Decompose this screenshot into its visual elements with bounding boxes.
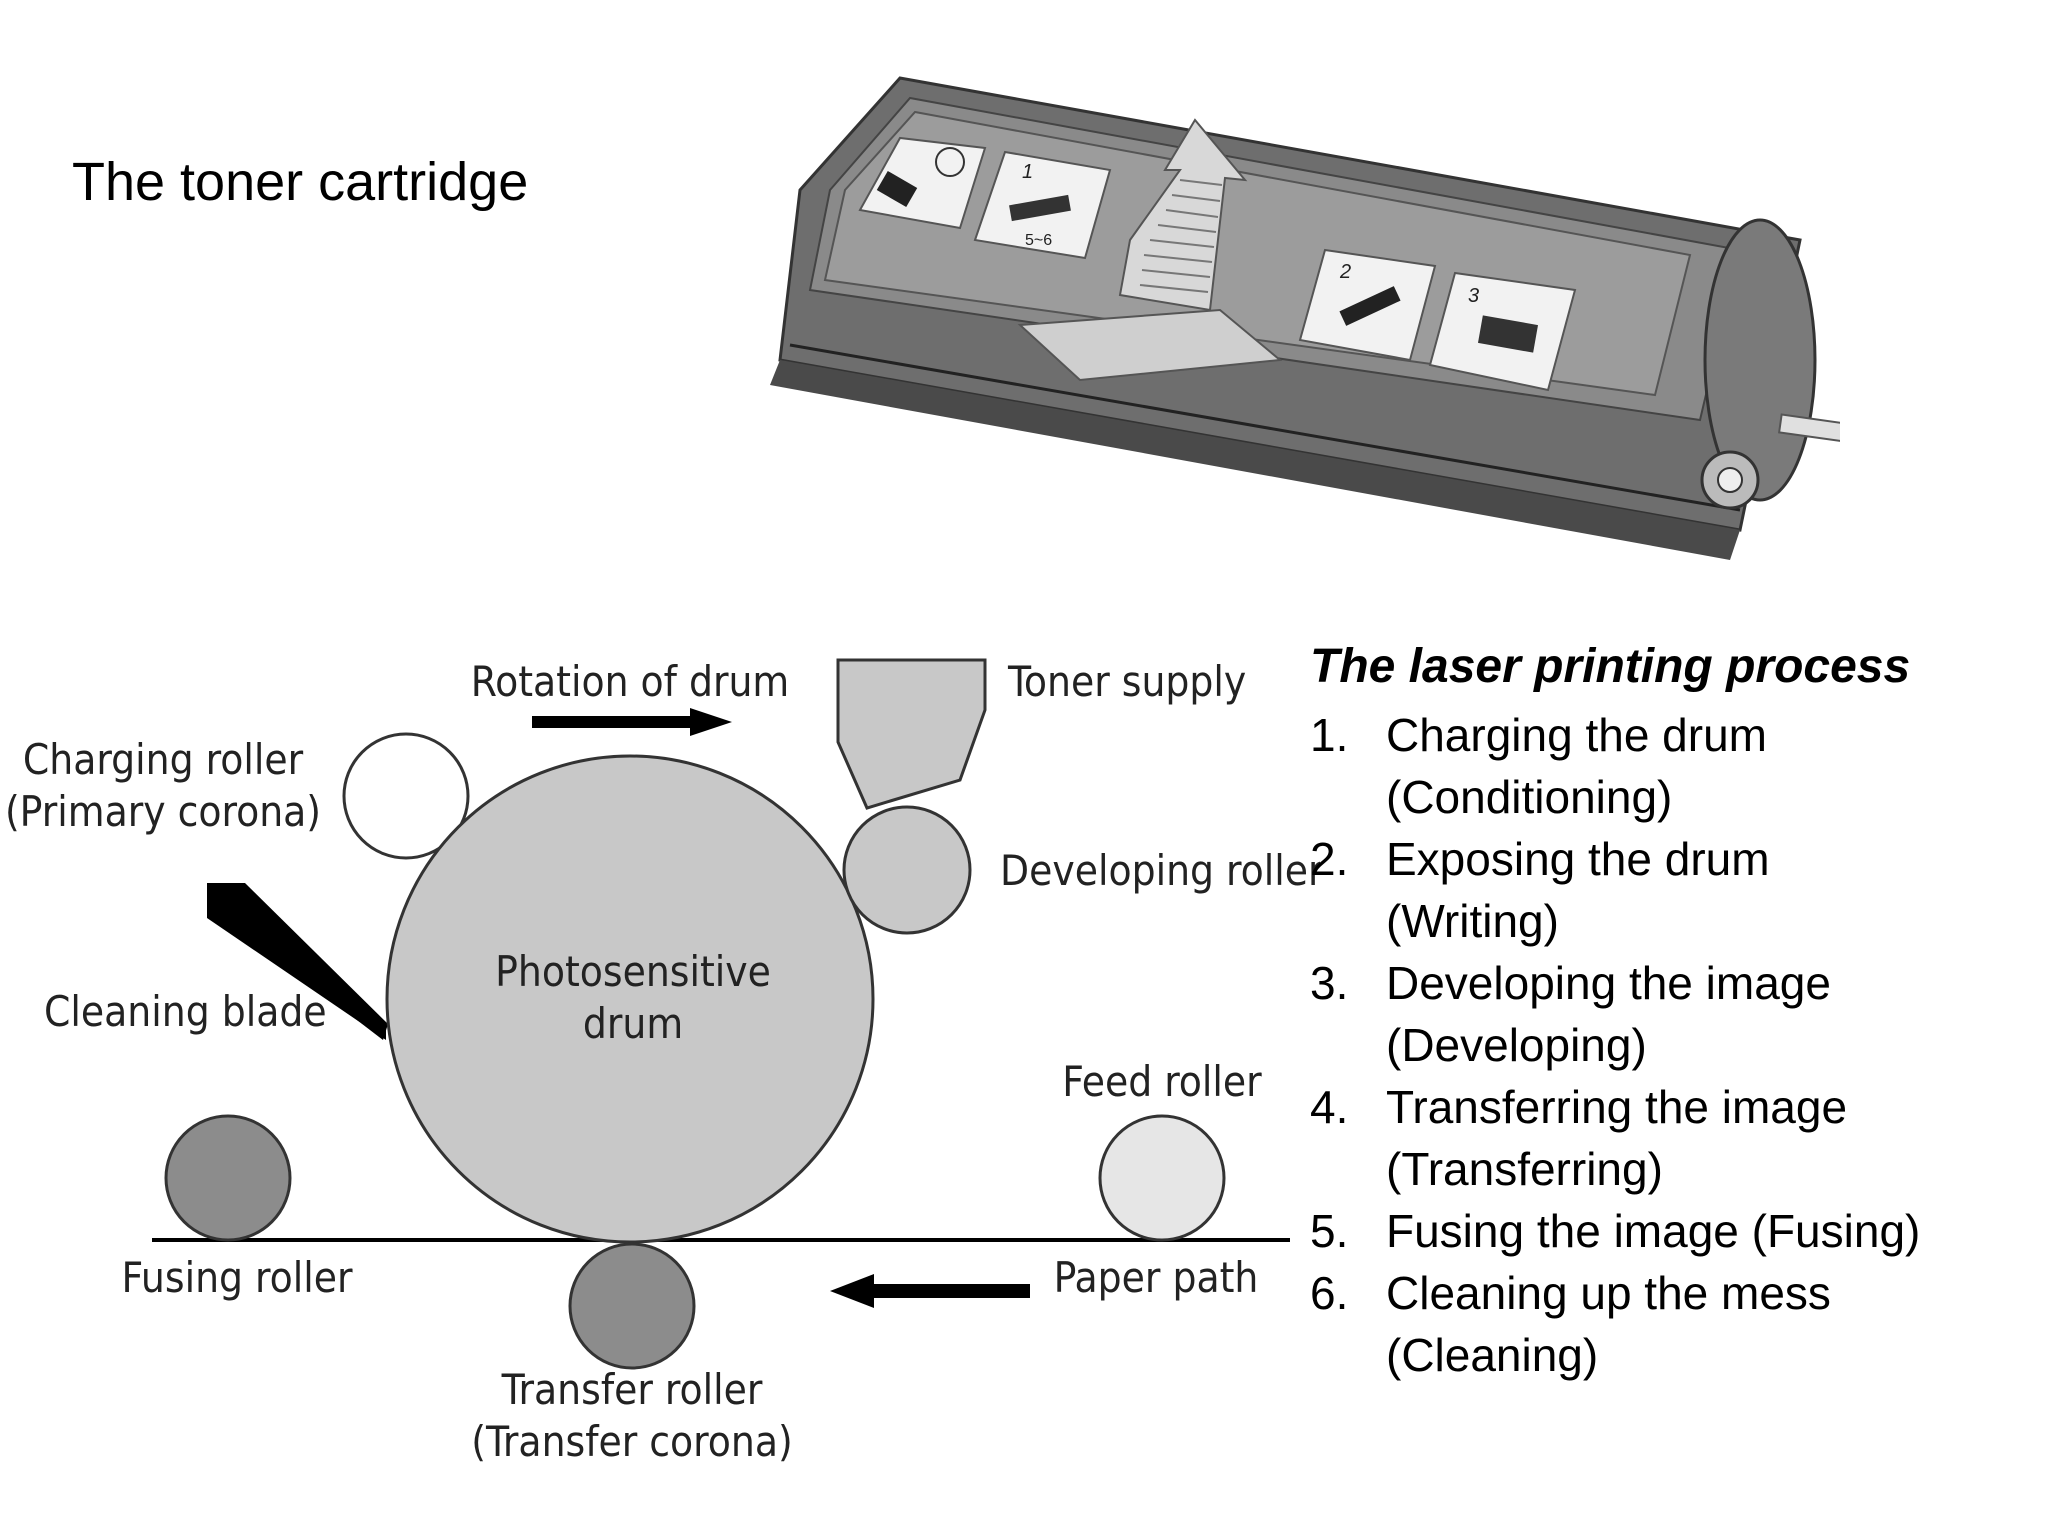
label-feed-roller: Feed roller	[1062, 1057, 1262, 1106]
developing-roller	[842, 805, 972, 935]
sun-icon	[935, 147, 965, 177]
label-transfer-corona: (Transfer corona)	[471, 1417, 792, 1466]
step-text: Exposing the drum (Writing)	[1386, 828, 2030, 952]
step-number: 6.	[1310, 1267, 1349, 1320]
cartridge-mini-icon	[1339, 286, 1401, 326]
label-primary-corona: (Primary corona)	[5, 787, 321, 836]
insert-direction-arrow-icon	[1118, 118, 1248, 312]
cartridge-front-edge	[770, 360, 1740, 560]
cleaning-blade-body	[207, 883, 386, 1040]
step-number: 3.	[1310, 957, 1349, 1010]
rotation-arrow-icon	[532, 708, 732, 736]
process-title: The laser printing process	[1310, 640, 1911, 693]
toner-supply-hopper	[836, 658, 987, 810]
slide-title: The toner cartridge	[72, 152, 529, 212]
process-steps-list: 1. Charging the drum (Conditioning) 2. E…	[1310, 704, 2030, 1386]
label-charging-roller: Charging roller	[23, 735, 304, 784]
process-step: 5. Fusing the image (Fusing)	[1310, 1200, 2030, 1262]
step-name: Exposing the drum	[1386, 833, 1770, 886]
step-name: Fusing the image (Fusing)	[1386, 1205, 1921, 1258]
label-paper-path: Paper path	[1054, 1253, 1259, 1302]
label-photosensitive-drum-line1: Photosensitive	[495, 947, 771, 996]
fusing-roller	[164, 1114, 292, 1242]
step-number: 1.	[1310, 709, 1349, 762]
process-step: 3. Developing the image (Developing)	[1310, 952, 2030, 1076]
step-phase: (Writing)	[1386, 895, 1559, 948]
label-toner-supply: Toner supply	[1007, 657, 1246, 706]
process-step: 6. Cleaning up the mess (Cleaning)	[1310, 1262, 2030, 1386]
instruction-panel-sun	[858, 136, 987, 230]
step-phase: (Transferring)	[1386, 1143, 1663, 1196]
process-step: 2. Exposing the drum (Writing)	[1310, 828, 2030, 952]
step-number: 5.	[1310, 1205, 1349, 1258]
step-text: Cleaning up the mess (Cleaning)	[1386, 1262, 2030, 1386]
step-text: Developing the image (Developing)	[1386, 952, 2030, 1076]
process-step: 1. Charging the drum (Conditioning)	[1310, 704, 2030, 828]
step-name: Developing the image	[1386, 957, 1831, 1010]
step-phase: (Conditioning)	[1386, 771, 1673, 824]
cartridge-mini-icon	[1477, 315, 1539, 353]
charging-roller	[342, 732, 470, 860]
label-rotation-of-drum: Rotation of drum	[471, 657, 790, 706]
step-text: Transferring the image (Transferring)	[1386, 1076, 2030, 1200]
feed-roller	[1098, 1114, 1226, 1242]
instruction-step-3: 3	[1468, 285, 1479, 307]
step-name: Transferring the image	[1386, 1081, 1848, 1134]
toner-cartridge-illustration: 1 5~6 2 3	[770, 76, 1840, 560]
cartridge-mini-icon	[1009, 194, 1071, 222]
paper-path-arrow-icon	[830, 1274, 1030, 1308]
step-number: 2.	[1310, 833, 1349, 886]
step-name: Cleaning up the mess	[1386, 1267, 1831, 1320]
laser-printing-diagram: Rotation of drum Toner supply Charging r…	[5, 657, 1320, 1466]
step-text: Charging the drum (Conditioning)	[1386, 704, 2030, 828]
label-fusing-roller: Fusing roller	[121, 1253, 352, 1302]
cartridge-edge-line	[789, 343, 1741, 512]
laser-printing-process: The laser printing process 1. Charging t…	[1310, 636, 2030, 1386]
step-phase: (Cleaning)	[1386, 1329, 1599, 1382]
cartridge-gear-hub	[1717, 467, 1743, 493]
cartridge-side-handle	[1778, 413, 1840, 445]
label-photosensitive-drum-line2: drum	[583, 999, 683, 1048]
cartridge-pull-tab	[1017, 308, 1283, 382]
photosensitive-drum	[385, 754, 875, 1244]
process-step: 4. Transferring the image (Transferring)	[1310, 1076, 2030, 1200]
step-text: Fusing the image (Fusing)	[1386, 1200, 2030, 1262]
cartridge-mini-icon	[876, 170, 918, 208]
step-name: Charging the drum	[1386, 709, 1767, 762]
step-phase: (Developing)	[1386, 1019, 1647, 1072]
label-cleaning-blade: Cleaning blade	[44, 987, 327, 1036]
instruction-step-1: 1	[1022, 161, 1033, 183]
label-developing-roller: Developing roller	[1000, 846, 1320, 895]
label-transfer-roller: Transfer roller	[501, 1365, 763, 1414]
instruction-rotation-hint: 5~6	[1025, 232, 1052, 249]
instruction-step-2: 2	[1339, 261, 1351, 283]
transfer-roller	[568, 1242, 696, 1370]
step-number: 4.	[1310, 1081, 1349, 1134]
